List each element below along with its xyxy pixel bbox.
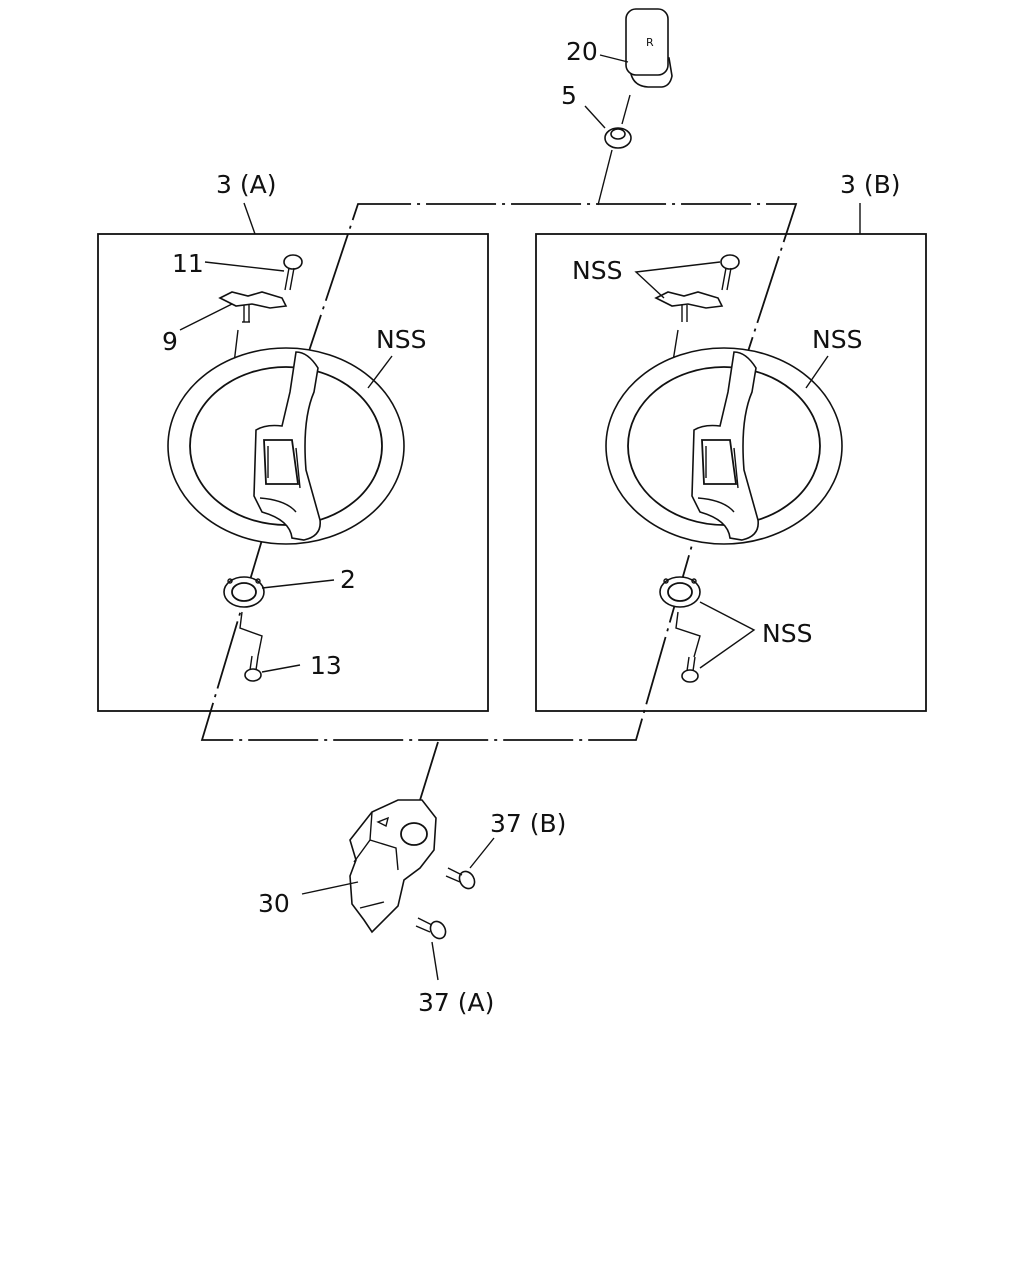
bolt-b-part: [720, 254, 740, 291]
steering-wheel-b: [605, 347, 843, 545]
label-part-37a: 37 (A): [418, 988, 494, 1017]
horn-pad-leader: [599, 54, 629, 63]
variant-b-frame: [535, 233, 927, 712]
bracket-9-leader: [179, 303, 233, 331]
screw-37a-leader: [431, 941, 439, 981]
screw-13-axis: [239, 611, 263, 657]
label-part-11: 11: [172, 249, 204, 278]
screw-b-part: [681, 656, 699, 683]
variant-a-leader: [243, 202, 256, 235]
ring-b-part: [659, 576, 701, 608]
horn-pad-part: R: [625, 8, 673, 88]
screw-37b-part: [445, 867, 476, 890]
label-part-30: 30: [258, 889, 290, 918]
axis-line-upper: [597, 149, 613, 206]
screw-13-part: [244, 655, 262, 682]
label-part-20: 20: [566, 37, 598, 66]
label-nss-ring-b: NSS: [762, 619, 812, 648]
label-variant-a: 3 (A): [216, 170, 276, 199]
steering-wheel-a: [167, 347, 405, 545]
label-variant-b: 3 (B): [840, 170, 901, 199]
column-cover-30-part: [349, 799, 437, 934]
label-part-2: 2: [340, 565, 356, 594]
connector-top: [271, 203, 798, 463]
nut-part: [604, 127, 632, 149]
bolt-11-leader: [204, 261, 285, 272]
column-cover-leader: [301, 881, 359, 895]
label-part-9: 9: [162, 327, 178, 356]
screw-b-axis: [675, 611, 701, 658]
wheel-b-nss-leader: [805, 355, 829, 389]
connector-bottom: [200, 539, 693, 741]
wheel-a-nss-leader: [367, 355, 393, 389]
ring-screw-b-nss-leaders: [699, 601, 756, 669]
bolt-b-nss-leaders: [634, 261, 721, 299]
label-nss-wheel-a: NSS: [376, 325, 426, 354]
nut-leader: [584, 105, 606, 129]
label-nss-bolt-b: NSS: [572, 256, 622, 285]
screw-37b-leader: [469, 837, 495, 869]
label-part-37b: 37 (B): [490, 809, 566, 838]
bracket-9-part: [218, 291, 288, 323]
label-part-5: 5: [561, 81, 577, 110]
screw-13-leader: [261, 664, 301, 673]
bracket-b-part: [654, 291, 724, 322]
ring-2-leader: [261, 579, 335, 589]
label-part-13: 13: [310, 651, 342, 680]
ring-2-part: [223, 576, 265, 608]
label-nss-wheel-b: NSS: [812, 325, 862, 354]
screw-37a-part: [415, 917, 447, 940]
variant-a-frame: [97, 233, 489, 712]
horn-pad-mark: R: [646, 36, 654, 49]
axis-line-lower: [411, 741, 439, 827]
bolt-11-part: [283, 254, 303, 291]
axis-line-top: [621, 94, 631, 125]
